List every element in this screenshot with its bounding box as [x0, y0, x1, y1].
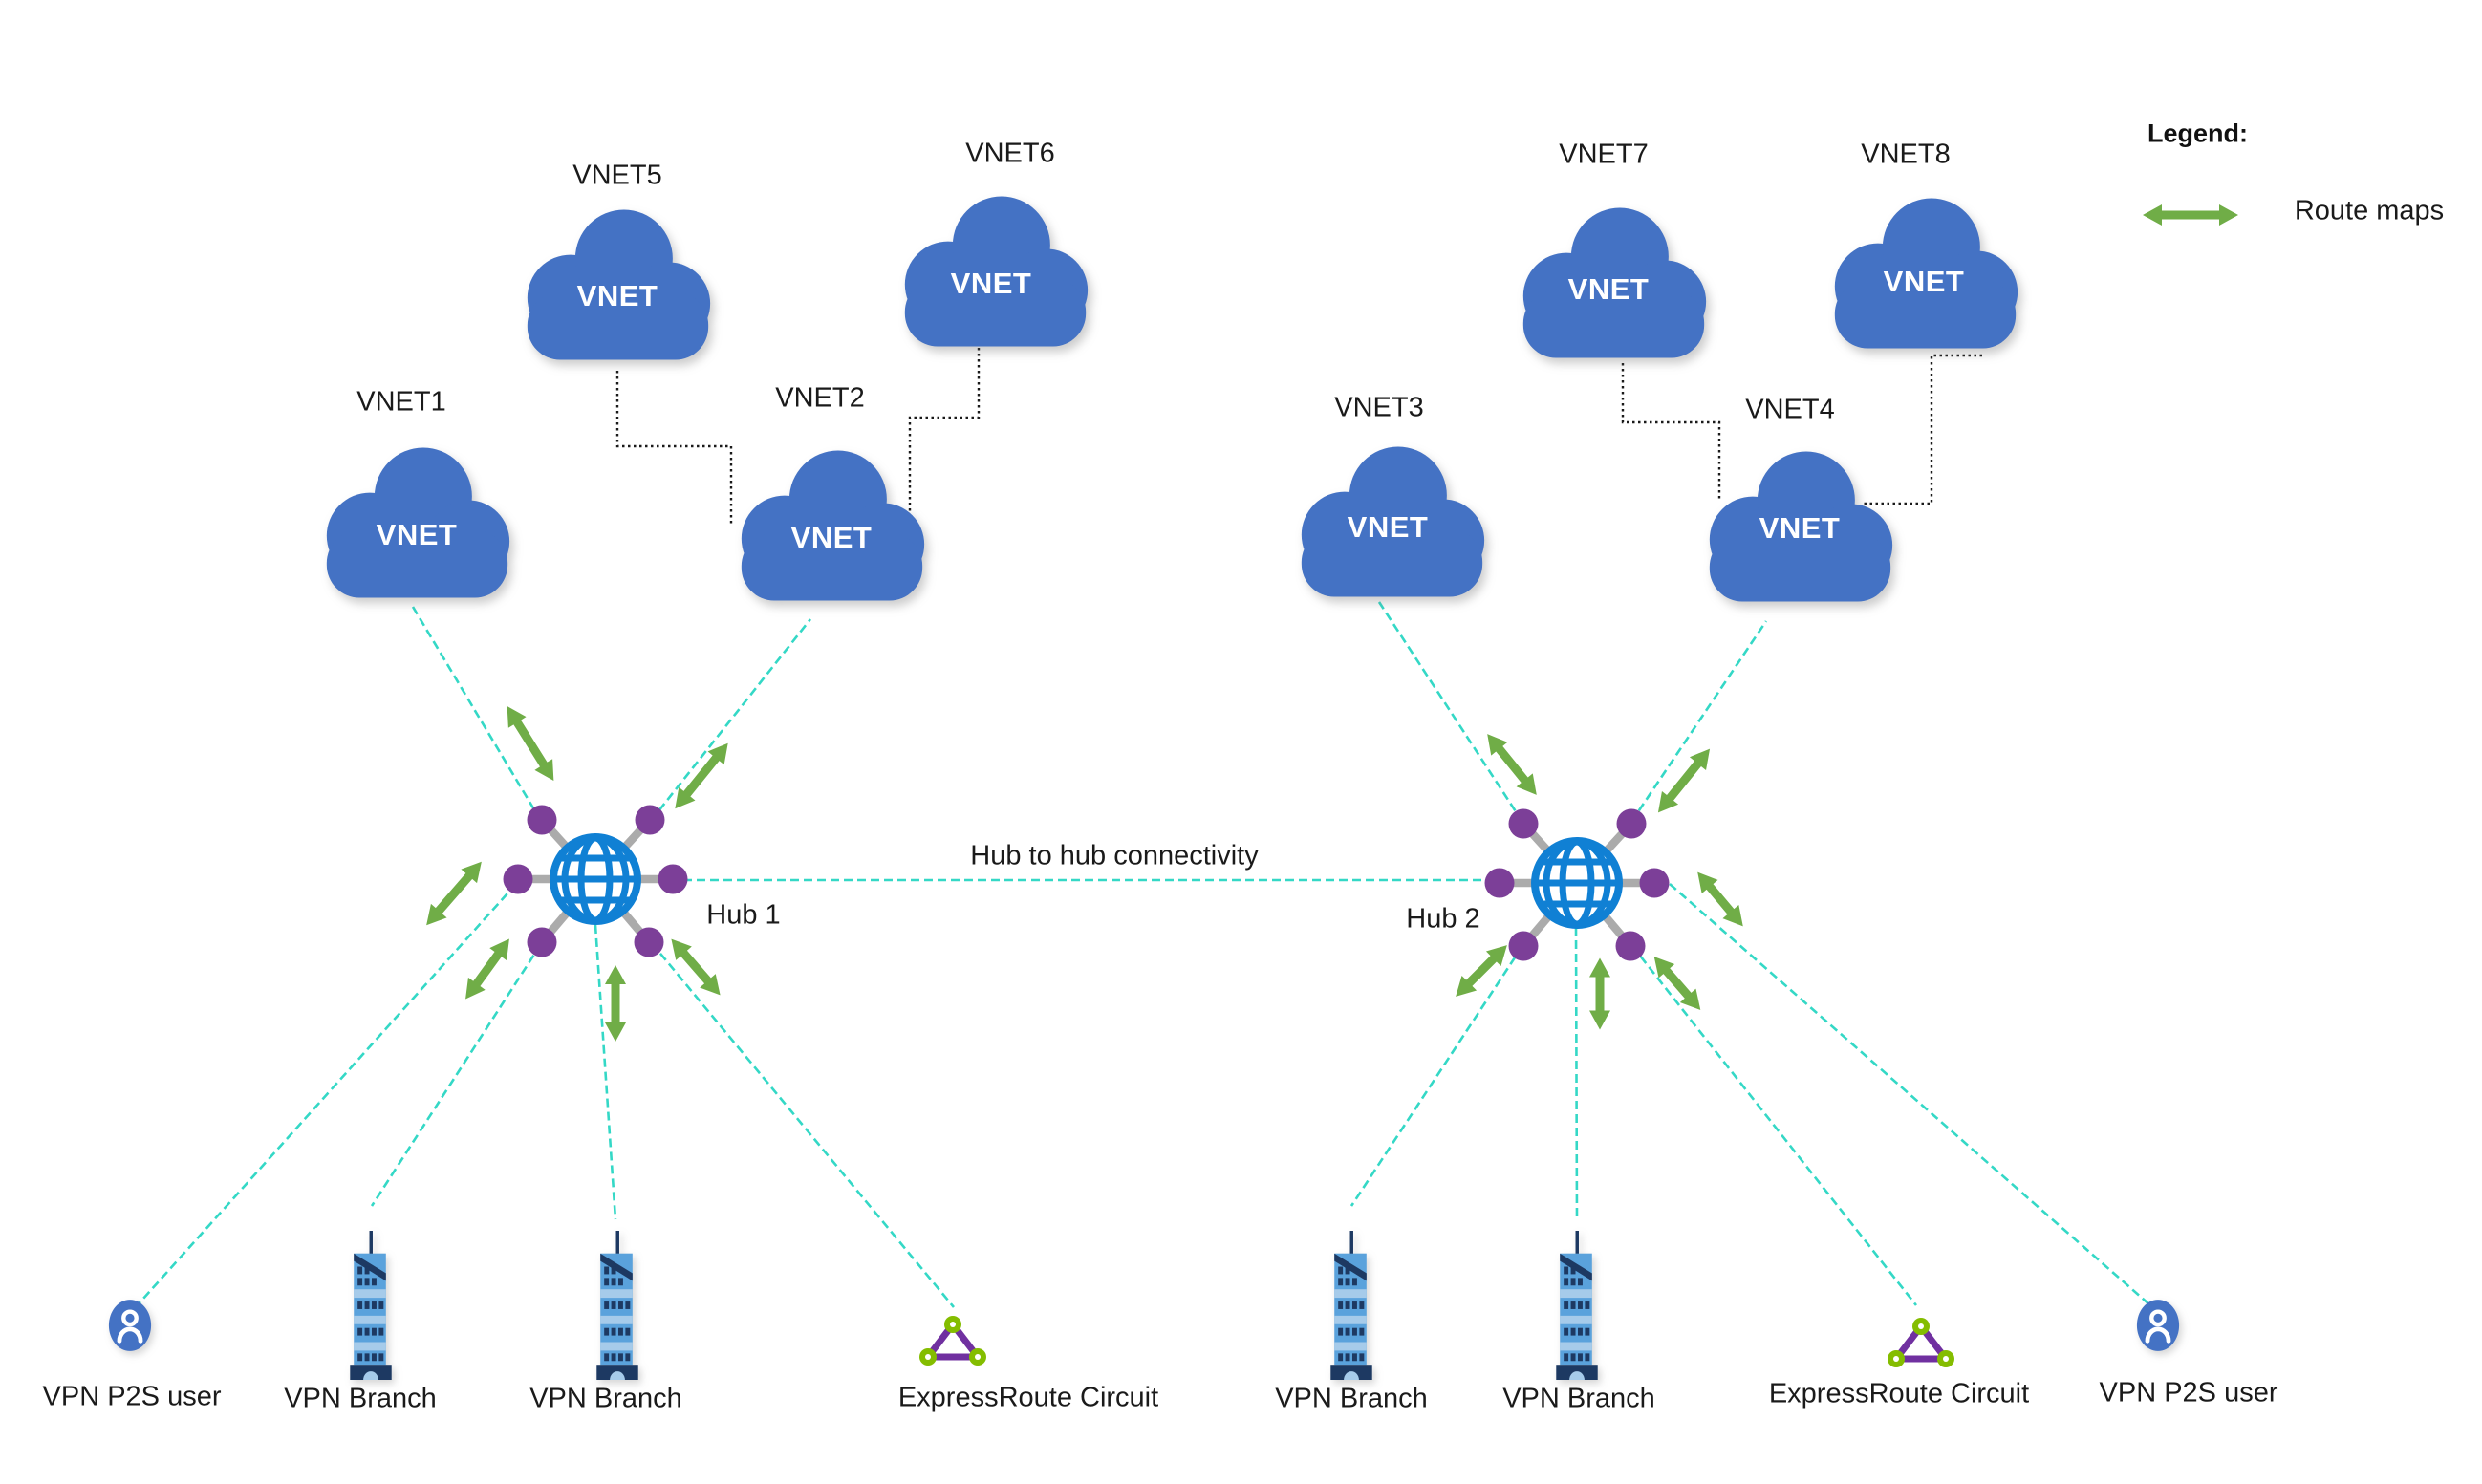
route-map-arrow: [675, 742, 728, 809]
vpn-branch-label: VPN Branch: [1275, 1383, 1428, 1414]
legend-route-maps-label: Route maps: [2294, 195, 2445, 226]
vnet2-label: VNET2: [775, 382, 865, 414]
endpoint-icons: [109, 1231, 2179, 1380]
hub1-vnet2-connection-line: [649, 618, 812, 822]
vnet7-label: VNET7: [1559, 139, 1649, 170]
vnet2-cloud-text: VNET: [790, 521, 873, 554]
vnet5-vnet2-peering-link: [615, 371, 733, 526]
hub-to-hub-label: Hub to hub connectivity: [970, 840, 1259, 871]
vnet6-vnet2-peering-link: [908, 336, 981, 514]
expressroute-circuit-label: ExpressRoute Circuit: [897, 1382, 1159, 1413]
vnet3-label: VNET3: [1334, 392, 1424, 423]
vnet8-label: VNET8: [1861, 139, 1951, 170]
vnet6-cloud-text: VNET: [950, 267, 1032, 300]
hub2-branch3-connection-line: [1349, 945, 1524, 1207]
vnet8-vnet4-peering-link: [1861, 354, 1982, 505]
vpn-p2s-user-label: VPN P2S user: [2099, 1377, 2278, 1409]
vpn-branch-icon: [1556, 1231, 1598, 1380]
globe-icon: [1535, 841, 1619, 925]
vnet7-vnet4-peering-link: [1621, 363, 1721, 499]
hub1-label: Hub 1: [706, 899, 781, 931]
route-map-arrow: [605, 965, 626, 1042]
route-map-arrow: [1456, 945, 1507, 997]
hub1-p2s-user-connection-line: [133, 883, 517, 1310]
hub2-branch4-connection-line: [1574, 926, 1579, 1220]
hub1-icon: [503, 805, 688, 957]
hub1-branch1-connection-line: [370, 943, 543, 1207]
vnet6-label: VNET6: [965, 138, 1055, 169]
globe-icon: [553, 837, 637, 921]
route-map-arrow: [1657, 748, 1711, 813]
vnet5-label: VNET5: [572, 160, 662, 191]
vpn-branch-icon: [596, 1231, 638, 1380]
route-map-arrow: [507, 705, 554, 782]
vnet7-cloud-text: VNET: [1567, 272, 1650, 306]
hub1-vnet1-connection-line: [411, 606, 543, 822]
vnet4-label: VNET4: [1745, 394, 1835, 425]
vpn-branch-label: VPN Branch: [529, 1383, 682, 1414]
vnet8-cloud-text: VNET: [1883, 265, 1965, 298]
hub2-expressroute-connection-line: [1630, 945, 1918, 1306]
legend-heading: Legend:: [2147, 118, 2248, 148]
route-map-arrow: [1697, 871, 1743, 927]
vnet-peering-links: [615, 336, 1982, 526]
vnet3-cloud-text: VNET: [1347, 510, 1429, 544]
hub2-gateway-nodes: [1484, 808, 1670, 961]
hub2-vnet4-connection-line: [1629, 620, 1768, 823]
hub1-gateway-nodes: [503, 805, 688, 957]
route-map-arrow: [1487, 734, 1537, 795]
hub2-vnet3-connection-line: [1377, 601, 1524, 823]
route-map-arrow: [671, 938, 721, 996]
vpn-p2s-user-icon: [2137, 1300, 2179, 1351]
hub1-branch2-connection-line: [594, 924, 617, 1220]
expressroute-circuit-icon: [1888, 1318, 1954, 1367]
route-map-arrow: [1589, 957, 1610, 1030]
hub2-icon: [1484, 808, 1670, 961]
hub2-label: Hub 2: [1406, 903, 1480, 935]
vpn-p2s-user-label: VPN P2S user: [42, 1381, 222, 1412]
vnet5-cloud-text: VNET: [576, 279, 658, 312]
hub2-p2s-user-connection-line: [1669, 883, 2151, 1306]
hub1-expressroute-connection-line: [650, 942, 956, 1308]
legend-route-map-arrow: [2143, 204, 2238, 226]
vnet4-cloud-text: VNET: [1759, 511, 1841, 545]
route-map-arrow: [1653, 957, 1701, 1010]
vpn-branch-icon: [350, 1231, 392, 1380]
vnet1-cloud-text: VNET: [376, 518, 458, 551]
vpn-p2s-user-icon: [109, 1300, 151, 1351]
vpn-branch-icon: [1330, 1231, 1372, 1380]
hub-connection-lines: [133, 601, 2151, 1310]
route-map-arrows: [426, 204, 2238, 1042]
vpn-branch-label: VPN Branch: [284, 1383, 437, 1414]
expressroute-circuit-label: ExpressRoute Circuit: [1768, 1378, 2030, 1409]
expressroute-circuit-icon: [919, 1316, 986, 1366]
vnet1-label: VNET1: [356, 386, 446, 418]
vpn-branch-label: VPN Branch: [1502, 1383, 1655, 1414]
route-map-arrow: [426, 861, 482, 926]
route-map-arrow: [465, 938, 509, 1000]
